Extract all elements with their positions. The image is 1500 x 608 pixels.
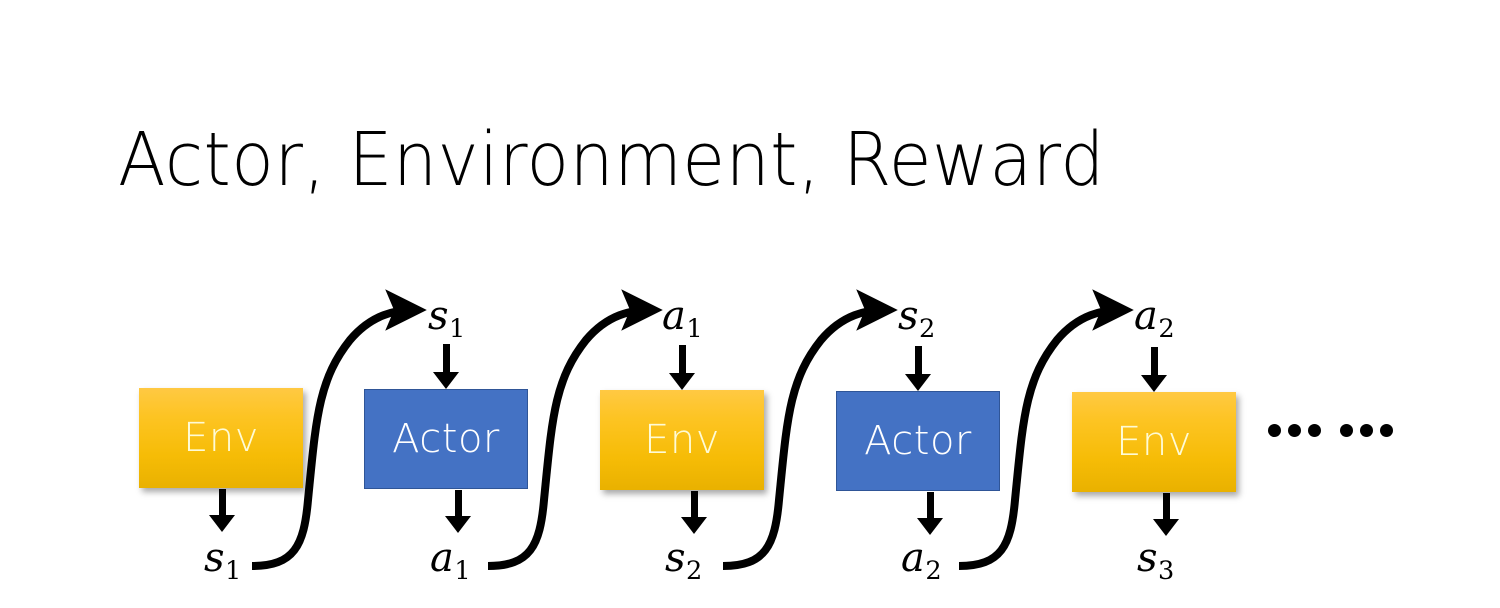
ellipsis-dot — [1268, 424, 1281, 437]
label-bottom-a1: a1 — [430, 535, 471, 583]
symbol: a — [1134, 293, 1158, 339]
arrow-head — [681, 517, 707, 534]
node-env-3[interactable]: Env — [1072, 392, 1236, 492]
ellipsis-dot — [1288, 424, 1301, 437]
ellipsis-gap — [1328, 430, 1333, 431]
subscript: 1 — [454, 555, 471, 586]
ellipsis-continuation — [1268, 424, 1393, 437]
arrow-down-into-env-3 — [1141, 347, 1167, 392]
page-title: Actor, Environment, Reward — [118, 117, 1105, 203]
subscript: 2 — [925, 555, 942, 586]
arrow-head — [917, 518, 943, 535]
symbol: s — [665, 535, 686, 581]
ellipsis-dot — [1360, 424, 1373, 437]
symbol: s — [1137, 535, 1158, 581]
arrow-head — [209, 515, 235, 532]
arrow-down-out-of-actor-1 — [445, 490, 471, 533]
symbol: a — [662, 293, 686, 339]
arrow-shaft — [678, 345, 686, 373]
arrow-shaft — [926, 492, 934, 518]
arrow-head — [905, 374, 931, 391]
label-bottom-s3: s3 — [1137, 535, 1174, 583]
node-actor-1[interactable]: Actor — [364, 389, 528, 489]
arrow-shaft — [442, 344, 450, 372]
arrow-down-out-of-actor-2 — [917, 492, 943, 535]
node-label: Actor — [392, 416, 500, 462]
label-bottom-a2: a2 — [901, 535, 942, 583]
symbol: a — [901, 535, 925, 581]
symbol: s — [428, 293, 449, 339]
arrow-shaft — [218, 489, 226, 515]
label-bottom-s1: s1 — [204, 535, 241, 583]
arrow-down-into-env-2 — [669, 345, 695, 390]
ellipsis-dot — [1380, 424, 1393, 437]
symbol: a — [430, 535, 454, 581]
arrow-shaft — [690, 491, 698, 517]
arrow-head — [1141, 375, 1167, 392]
arrow-shaft — [1150, 347, 1158, 375]
symbol: s — [898, 293, 919, 339]
node-label: Env — [1116, 419, 1192, 465]
subscript: 1 — [686, 313, 703, 344]
ellipsis-dot — [1308, 424, 1321, 437]
subscript: 2 — [919, 313, 936, 344]
arrow-down-into-actor-2 — [905, 346, 931, 391]
arrow-shaft — [454, 490, 462, 516]
arrow-head — [1153, 519, 1179, 536]
label-bottom-s2: s2 — [665, 535, 702, 583]
arrow-shaft — [1162, 493, 1170, 519]
node-env-1[interactable]: Env — [139, 388, 303, 488]
label-top-a2: a2 — [1134, 293, 1175, 341]
subscript: 1 — [449, 313, 466, 344]
symbol: s — [204, 535, 225, 581]
subscript: 1 — [225, 555, 242, 586]
arrow-head — [433, 372, 459, 389]
subscript: 2 — [686, 555, 703, 586]
label-top-s2: s2 — [898, 293, 935, 341]
node-actor-2[interactable]: Actor — [836, 391, 1000, 491]
arrow-down-out-of-env-3 — [1153, 493, 1179, 536]
arrow-head — [669, 373, 695, 390]
ellipsis-dot — [1340, 424, 1353, 437]
arrow-down-out-of-env-2 — [681, 491, 707, 534]
arrow-head — [445, 516, 471, 533]
node-label: Actor — [864, 418, 972, 464]
arrow-down-out-of-env-1 — [209, 489, 235, 532]
label-top-s1: s1 — [428, 293, 465, 341]
arrow-down-into-actor-1 — [433, 344, 459, 389]
arrow-shaft — [914, 346, 922, 374]
node-label: Env — [644, 417, 720, 463]
subscript: 3 — [1158, 555, 1175, 586]
node-label: Env — [183, 415, 259, 461]
node-env-2[interactable]: Env — [600, 390, 764, 490]
subscript: 2 — [1158, 313, 1175, 344]
label-top-a1: a1 — [662, 293, 703, 341]
